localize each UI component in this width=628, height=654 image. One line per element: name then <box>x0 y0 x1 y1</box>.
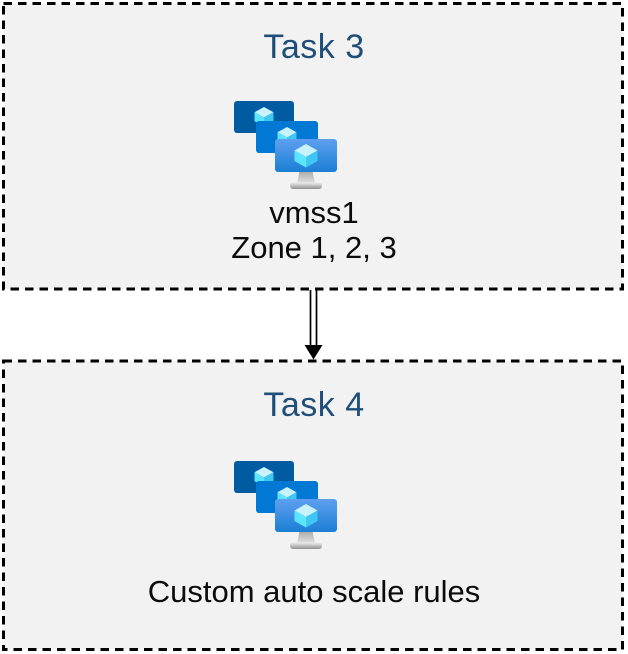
task3-title: Task 3 <box>263 28 365 66</box>
task4-label: Custom auto scale rules <box>0 574 628 609</box>
task3-to-task4-arrow <box>304 290 323 360</box>
arrowhead-icon <box>304 345 323 360</box>
task3-label-line2: Zone 1, 2, 3 <box>231 230 397 265</box>
task4-label-line1: Custom auto scale rules <box>147 574 481 609</box>
task4-title: Task 4 <box>263 386 365 424</box>
vm-scale-sets-icon <box>234 460 338 549</box>
task3-label: vmss1 Zone 1, 2, 3 <box>0 195 628 265</box>
vm-scale-sets-icon <box>234 100 338 189</box>
task3-label-line1: vmss1 <box>269 195 359 230</box>
